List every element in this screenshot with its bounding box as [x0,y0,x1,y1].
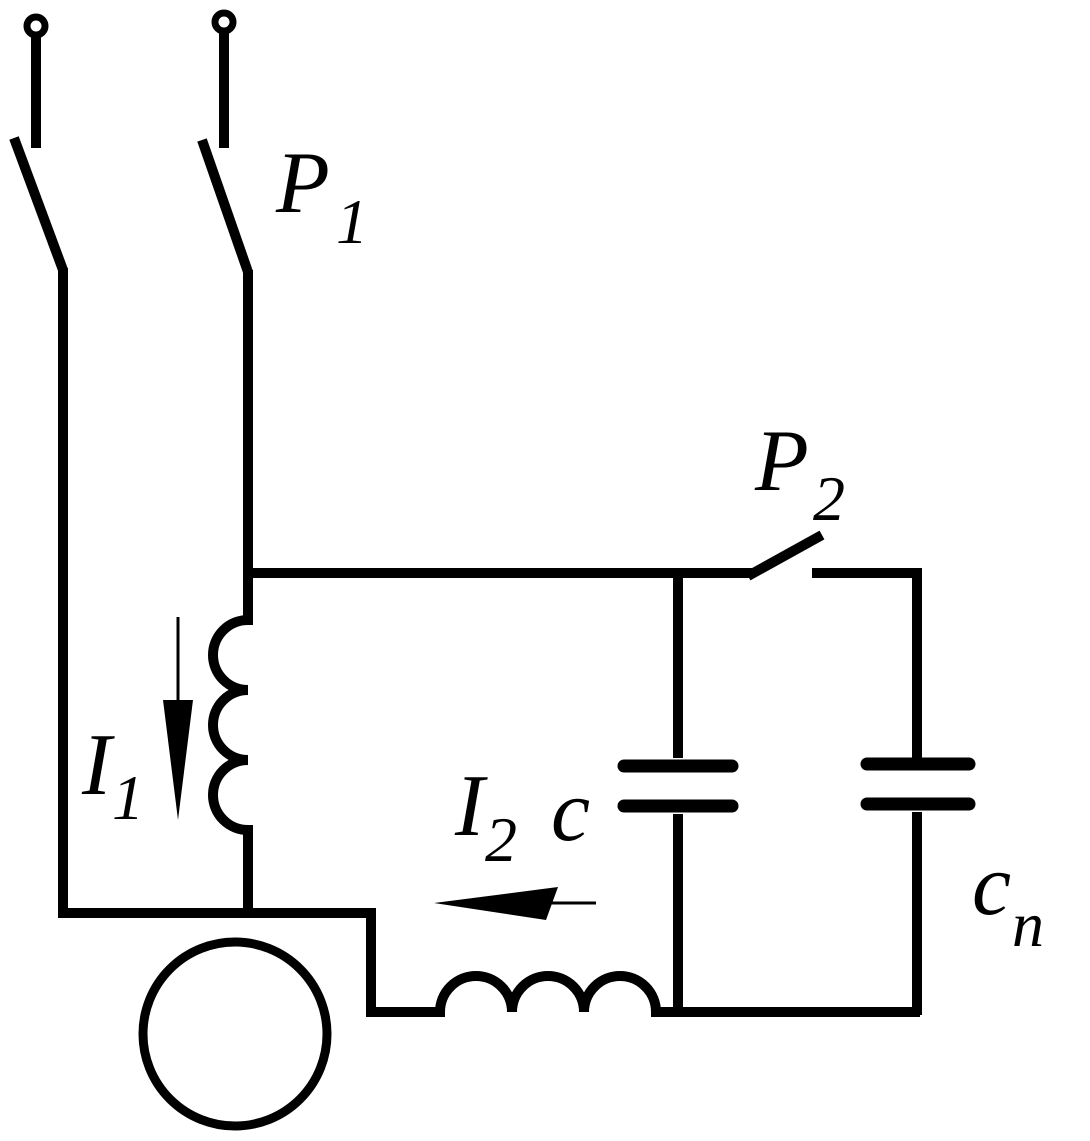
coil-l2 [435,971,920,1017]
switch-p2-output-wire [812,568,922,758]
label-i1-main: I [82,717,112,814]
label-p1-subscript: 1 [336,186,368,257]
current-arrow-i1 [163,617,193,820]
label-p2-subscript: 2 [813,463,845,534]
switch-p1-right-blade [197,138,253,274]
label-p1: P [276,140,330,228]
capacitor-c [617,573,739,1012]
label-i1: I [82,722,111,810]
label-p1-main: P [276,135,330,232]
label-i2-subscript: 2 [485,804,517,875]
label-i2: I [455,763,484,851]
left-main-wire [58,268,438,1017]
label-cn-subscript: n [1012,889,1044,960]
label-i1-subscript: 1 [112,762,144,833]
label-i2-main: I [455,758,485,855]
label-cn-main: c [972,837,1012,934]
label-capacitor-cn: c [972,842,1011,930]
left-supply-terminal [23,13,49,148]
label-p2: P [755,418,809,506]
label-p2-main: P [755,413,809,510]
switch-p1-left-blade [9,136,68,272]
capacitor-cn [860,757,976,1015]
coil-l1 [208,613,253,913]
switch-p2-blade [745,530,825,581]
right-supply-terminal [211,9,237,148]
motor-circle [138,937,332,1131]
label-capacitor-c: c [551,763,591,860]
current-arrow-i2 [434,887,596,920]
